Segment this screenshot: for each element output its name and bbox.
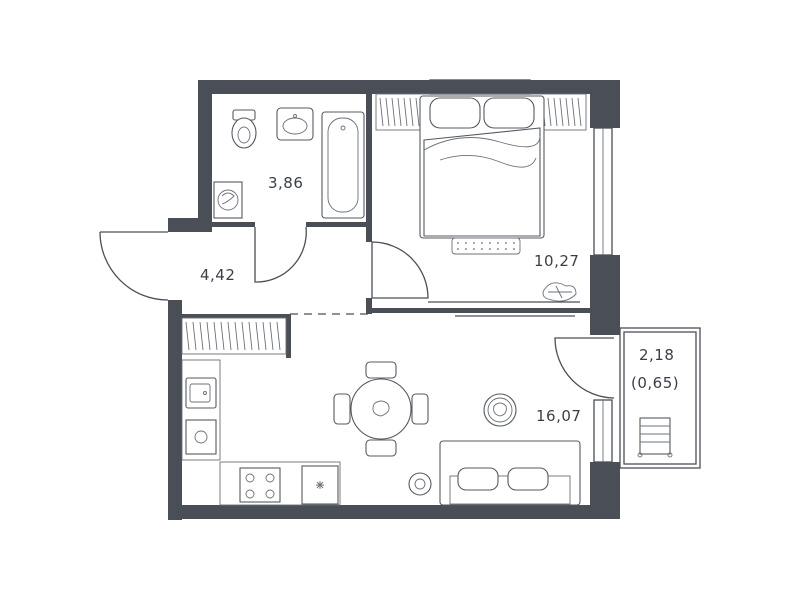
entrance-door: [99, 231, 169, 301]
right-wall-top: [590, 80, 620, 128]
side-table-icon: [483, 393, 517, 427]
bathroom-door: [254, 226, 307, 283]
bedroom-rug: [451, 237, 521, 255]
bedroom-door-jamb: [366, 298, 372, 314]
stove-icon: [239, 467, 281, 503]
bathroom-bottom-partition: [306, 222, 372, 227]
wardrobe-top-wall: [180, 314, 290, 318]
bedroom-bottom-partition: [372, 308, 590, 313]
toilet-icon: [231, 109, 257, 149]
dining-table-icon: [333, 361, 429, 457]
bedroom-left-partition: [366, 94, 372, 242]
area-label-balcony-reduced: (0,65): [631, 374, 679, 392]
kitchen-counter-bottom: [219, 461, 341, 506]
bathroom-left-wall: [198, 80, 212, 225]
kitchen-sink-icon: [185, 377, 217, 409]
sink-icon: [276, 107, 314, 141]
plant-icon: [542, 282, 577, 302]
area-label-bathroom: 3,86: [268, 174, 303, 192]
windows: [429, 79, 613, 463]
bedroom-furniture: [375, 93, 587, 317]
kitchen: [181, 359, 341, 506]
area-labels: 3,86 4,42 10,27 16,07 2,18 (0,65): [200, 174, 679, 425]
floor-lamp-icon: [408, 472, 432, 496]
right-wall-bottom: [590, 462, 620, 519]
bottom-wall: [168, 505, 620, 519]
doors: [99, 226, 615, 399]
dishwasher-icon: [185, 419, 217, 455]
fridge-icon: [301, 465, 339, 505]
washing-machine-icon: [213, 181, 243, 219]
balcony-door: [554, 337, 615, 399]
bedroom-door: [371, 241, 429, 299]
left-wall: [168, 300, 182, 520]
top-wall: [198, 80, 620, 94]
area-label-bedroom: 10,27: [534, 252, 579, 270]
wardrobe-right-wall: [286, 314, 291, 358]
right-wall-mid: [590, 255, 620, 335]
bed-icon: [419, 95, 545, 239]
bathroom-bottom-partition-left: [210, 222, 255, 227]
area-label-hallway: 4,42: [200, 266, 235, 284]
bathroom-fixtures: [213, 107, 365, 219]
area-label-balcony: 2,18: [639, 346, 674, 364]
bathtub-icon: [321, 111, 365, 219]
balcony-outline: [619, 327, 701, 469]
living-furniture: [333, 361, 581, 506]
sofa-icon: [439, 440, 581, 506]
area-label-living-kitchen: 16,07: [536, 407, 581, 425]
hallway-wardrobe: [181, 317, 287, 355]
balcony: [619, 327, 701, 469]
kitchen-counter-left: [181, 359, 221, 461]
walls: [168, 80, 620, 520]
hallway-top-wall-stub: [168, 218, 212, 232]
deck-chair-icon: [637, 417, 673, 458]
